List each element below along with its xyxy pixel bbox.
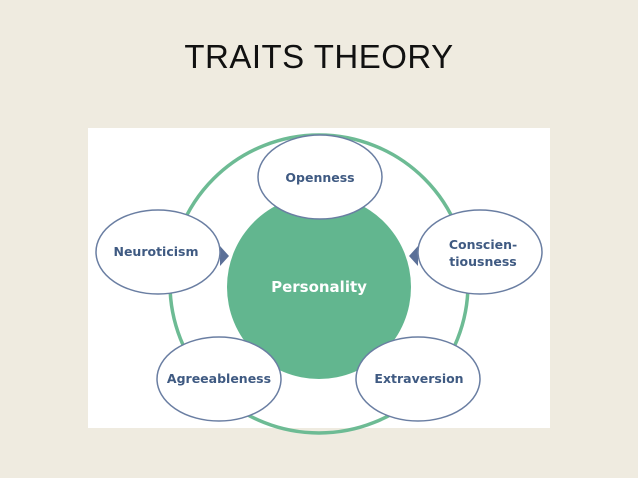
center-label: Personality: [271, 278, 367, 296]
trait-bubble-extraversion: [355, 336, 481, 422]
trait-label-conscientiousness-line2: tiousness: [449, 254, 516, 269]
trait-bubble-agreeableness: [156, 336, 282, 422]
arrow-neuroticism: [220, 246, 229, 266]
trait-label-extraversion: Extraversion: [374, 371, 463, 386]
trait-node-conscientiousness: Conscien- tiousness: [417, 209, 543, 295]
trait-label-agreeableness: Agreeableness: [167, 371, 271, 386]
slide-title: TRAITS THEORY: [184, 38, 454, 75]
trait-bubble-openness: [257, 134, 383, 220]
trait-node-neuroticism: Neuroticism: [95, 209, 221, 295]
trait-label-openness: Openness: [285, 170, 354, 185]
trait-label-neuroticism: Neuroticism: [113, 244, 198, 259]
arrow-conscientiousness: [409, 246, 418, 266]
trait-node-extraversion: Extraversion: [355, 336, 481, 422]
trait-bubble-conscientiousness: [417, 209, 543, 295]
center-circle: [227, 195, 411, 379]
trait-label-conscientiousness-line1: Conscien-: [449, 237, 517, 252]
trait-node-openness: Openness: [257, 134, 383, 220]
trait-node-agreeableness: Agreeableness: [156, 336, 282, 422]
trait-bubble-neuroticism: [95, 209, 221, 295]
